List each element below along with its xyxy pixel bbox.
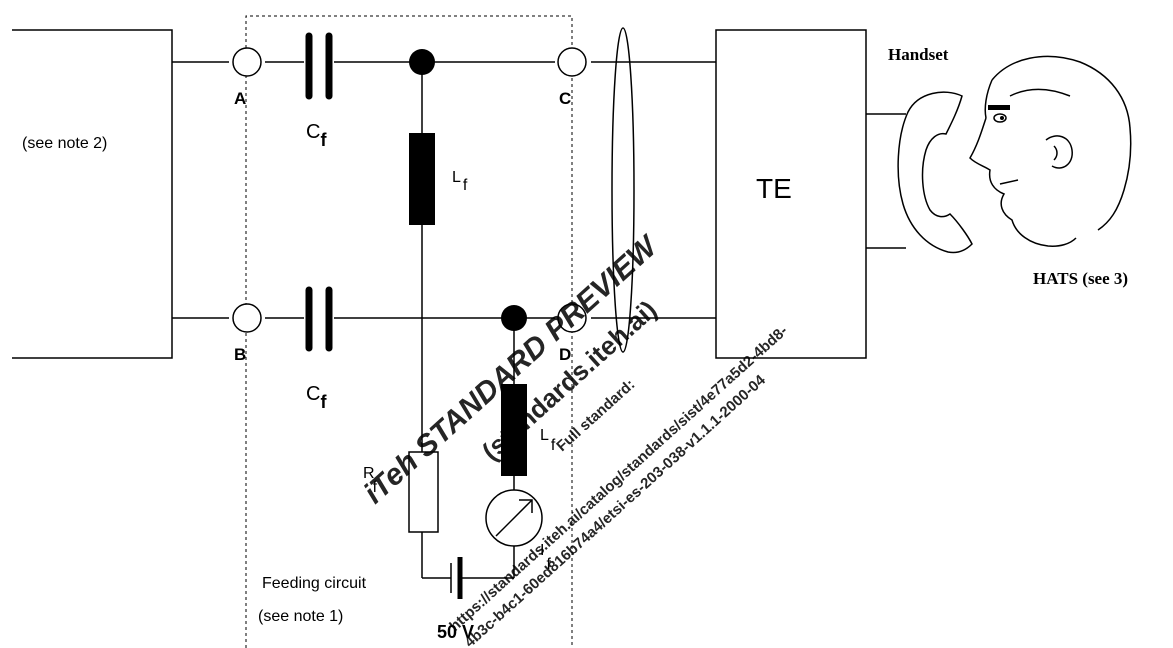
- current-meter-label: If: [540, 542, 551, 573]
- inductor-top-branch: [421, 62, 451, 579]
- handset-icon: [897, 91, 973, 254]
- hats-pupil: [1000, 116, 1004, 120]
- current-meter: [485, 489, 543, 547]
- source-box: [12, 29, 173, 359]
- capacitor-bottom-label: Cf: [306, 383, 327, 412]
- terminal-equipment-box: [715, 29, 867, 359]
- terminal-a-label: A: [234, 89, 246, 108]
- feeding-circuit-title: Feeding circuit: [262, 575, 367, 592]
- battery: [450, 557, 514, 599]
- terminal-d-label: D: [559, 345, 571, 364]
- inductor-top: [409, 133, 435, 225]
- capacitor-bottom: [305, 286, 333, 352]
- handset-cord: [866, 113, 906, 249]
- hats-head-icon: [969, 55, 1132, 247]
- feeding-circuit-note: (see note 1): [258, 608, 343, 625]
- terminal-c: [557, 47, 587, 77]
- capacitor-top-label: Cf: [306, 121, 327, 150]
- terminal-b: [232, 303, 262, 333]
- inductor-bottom: [501, 384, 527, 476]
- source-note: (see note 2): [22, 135, 107, 152]
- terminal-equipment-label: TE: [756, 173, 792, 204]
- capacitor-top: [305, 32, 333, 100]
- line-pair-ellipse: [611, 27, 635, 353]
- terminal-c-label: C: [559, 89, 571, 108]
- hats-eyebrow: [988, 105, 1010, 110]
- terminal-b-label: B: [234, 345, 246, 364]
- terminal-d: [557, 303, 587, 333]
- inductor-bottom-label: Lf: [540, 427, 556, 454]
- hats-label: HATS (see 3): [1033, 269, 1128, 288]
- terminal-a: [232, 47, 262, 77]
- handset-label: Handset: [888, 45, 949, 64]
- battery-voltage: 50 V: [437, 622, 474, 642]
- resistor: [408, 451, 439, 533]
